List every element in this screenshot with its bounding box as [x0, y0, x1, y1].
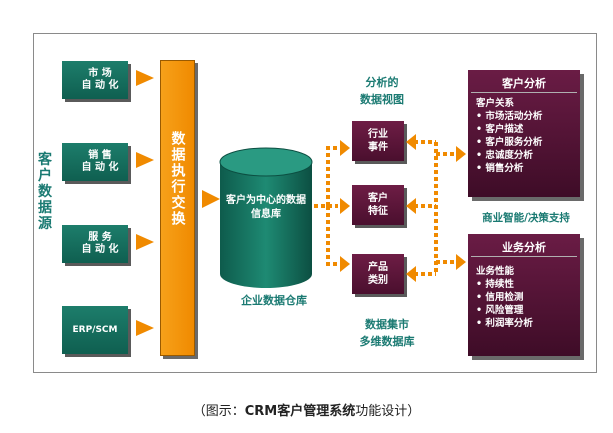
customer-analysis-panel: 客户分析 客户关系 • 市场活动分析 • 客户描述 • 客户服务分析 • 忠诚度…: [468, 70, 580, 197]
source-box-line: 销 售: [88, 150, 112, 161]
view-panel-connectors: [406, 134, 466, 282]
list-item: • 市场活动分析: [476, 111, 543, 122]
arrow-icon: [406, 198, 416, 214]
view-box-industry: 行业 事件: [352, 121, 404, 161]
arrow-icon: [456, 146, 466, 162]
caption-suffix: 功能设计）: [355, 404, 421, 419]
arrow-icon: [340, 140, 350, 156]
source-box-line: 自 动 化: [81, 80, 119, 91]
source-box-line: ERP/SCM: [72, 325, 118, 335]
caption-prefix: （图示：: [192, 404, 245, 419]
view-box-line: 事件: [368, 142, 388, 153]
view-box-line: 特征: [368, 206, 388, 217]
views-title-line: 分析的: [365, 76, 399, 89]
view-box-line: 行业: [368, 129, 388, 140]
view-box-product: 产品 类别: [352, 254, 404, 294]
source-box-line: 自 动 化: [81, 244, 119, 255]
list-item: • 客户描述: [476, 124, 524, 135]
list-item: • 信用检测: [476, 292, 524, 303]
list-item: • 忠诚度分析: [476, 150, 533, 161]
warehouse-view-connectors: [314, 140, 350, 272]
list-item: • 利润率分析: [476, 318, 533, 329]
arrow-icon: [340, 256, 350, 272]
diagram-frame: 客户数据源 市 场 自 动 化 销 售 自 动 化 服 务 自 动 化 ERP/…: [33, 33, 597, 373]
customer-analysis-title: 客户分析: [471, 70, 577, 93]
source-box-marketing: 市 场 自 动 化: [62, 61, 128, 99]
arrow-icon: [340, 198, 350, 214]
list-item: • 持续性: [476, 279, 514, 290]
caption-bold: CRM客户管理系统: [244, 404, 356, 419]
arrow-icon: [202, 190, 220, 208]
exchange-arrow: [202, 190, 220, 208]
warehouse-cylinder: [219, 147, 313, 288]
view-box-line: 客户: [368, 193, 388, 204]
source-box-service: 服 务 自 动 化: [62, 225, 128, 263]
arrow-icon: [136, 152, 154, 168]
bi-label: 商业智能/决策支持: [482, 212, 570, 224]
warehouse-label: 企业数据仓库: [241, 294, 307, 307]
list-item: • 客户服务分析: [476, 137, 543, 148]
warehouse-text: 客户为中心的数据信息库: [226, 195, 306, 220]
arrow-icon: [136, 320, 154, 336]
view-box-line: 产品: [368, 262, 388, 273]
data-mart-label: 数据集市 多维数据库: [332, 316, 442, 350]
source-box-line: 自 动 化: [81, 162, 119, 173]
data-mart-line: 数据集市: [365, 318, 409, 331]
source-label: 客户数据源: [38, 152, 52, 232]
arrow-icon: [136, 70, 154, 86]
data-exchange-bar: 数据执行交换: [160, 60, 195, 356]
figure-caption: （图示：CRM客户管理系统功能设计）: [0, 400, 613, 419]
arrow-icon: [406, 134, 416, 150]
arrow-icon: [456, 254, 466, 270]
source-box-line: 市 场: [88, 68, 112, 79]
list-item: 客户关系: [476, 98, 515, 109]
arrow-icon: [406, 266, 416, 282]
source-arrows: [136, 70, 154, 336]
customer-analysis-list: 客户关系 • 市场活动分析 • 客户描述 • 客户服务分析 • 忠诚度分析 • …: [468, 93, 580, 175]
source-box-line: 服 务: [88, 232, 112, 243]
list-item: • 销售分析: [476, 163, 524, 174]
view-box-line: 类别: [368, 275, 388, 286]
source-box-erp: ERP/SCM: [62, 306, 128, 354]
source-box-sales: 销 售 自 动 化: [62, 143, 128, 181]
business-analysis-panel: 业务分析 业务性能 • 持续性 • 信用检测 • 风险管理 • 利润率分析: [468, 234, 580, 356]
business-analysis-list: 业务性能 • 持续性 • 信用检测 • 风险管理 • 利润率分析: [468, 257, 580, 330]
views-title: 分析的 数据视图: [342, 74, 422, 108]
views-title-line: 数据视图: [360, 93, 404, 106]
list-item: • 风险管理: [476, 305, 524, 316]
list-item: 业务性能: [476, 266, 515, 277]
view-box-customer: 客户 特征: [352, 185, 404, 225]
data-exchange-label: 数据执行交换: [169, 131, 186, 227]
arrow-icon: [136, 234, 154, 250]
data-mart-line: 多维数据库: [359, 335, 415, 348]
business-analysis-title: 业务分析: [471, 234, 577, 257]
